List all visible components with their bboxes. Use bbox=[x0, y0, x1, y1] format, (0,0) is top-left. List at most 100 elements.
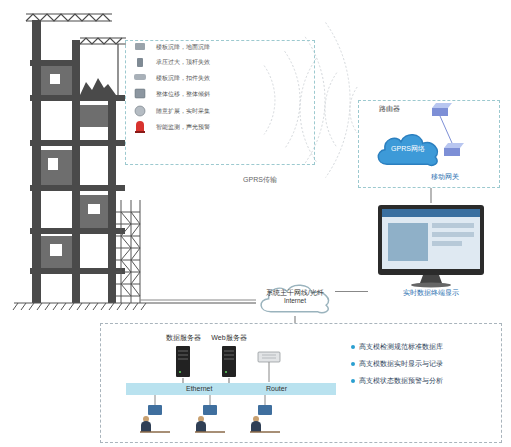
monitor-shape bbox=[432, 223, 474, 228]
bullet-dot bbox=[351, 362, 355, 366]
radio-waves bbox=[285, 51, 300, 149]
monitor-shape bbox=[411, 283, 451, 288]
monitor-shape bbox=[382, 209, 480, 217]
sensor-panel: 楼板沉降，地面沉降承压过大，顶杆失效楼板沉降，扣件失效整体位移，整体倾斜随意扩展… bbox=[125, 40, 315, 165]
building bbox=[41, 236, 72, 268]
scaffold bbox=[116, 200, 140, 303]
building bbox=[26, 14, 126, 95]
lan-devices bbox=[140, 431, 280, 433]
lan-devices bbox=[258, 352, 280, 362]
building bbox=[30, 228, 125, 234]
router-icons bbox=[444, 148, 460, 156]
building bbox=[13, 14, 256, 310]
connector-line bbox=[335, 291, 368, 292]
radio-waves bbox=[326, 23, 350, 178]
feature-text: 高支模数据实时显示与记录 bbox=[359, 360, 499, 368]
radio-waves bbox=[305, 37, 325, 163]
cloud-shape bbox=[261, 285, 329, 313]
sensor-icons bbox=[135, 131, 145, 133]
bus-label: Router bbox=[266, 385, 306, 393]
data-server: 数据服务器 bbox=[161, 334, 205, 378]
bullet-dot bbox=[351, 379, 355, 383]
lan-devices bbox=[262, 355, 276, 358]
network-label: 路由器 bbox=[379, 105, 419, 113]
lan-devices bbox=[141, 421, 261, 432]
monitor-shape bbox=[378, 205, 484, 275]
server-shape bbox=[176, 346, 190, 377]
feature-text: 高支模状态数据预警与分析 bbox=[359, 377, 499, 385]
building bbox=[13, 303, 146, 310]
building bbox=[30, 60, 80, 66]
sensor-text: 楼板沉降，地面沉降 bbox=[156, 44, 286, 51]
network-label: 移动网关 bbox=[431, 173, 481, 181]
radio-waves bbox=[264, 66, 275, 135]
gprs-cloud: GPRS网络 bbox=[373, 129, 443, 169]
building bbox=[88, 204, 100, 214]
router-icons bbox=[432, 103, 452, 108]
radio-waves bbox=[264, 23, 357, 178]
sensor-text: 承压过大，顶杆失效 bbox=[156, 59, 286, 66]
sensor-icons bbox=[137, 58, 143, 67]
router-icons bbox=[432, 108, 448, 116]
connector-line bbox=[228, 378, 229, 383]
connector-line bbox=[430, 188, 431, 203]
lan-devices bbox=[141, 421, 151, 432]
lan-devices bbox=[251, 421, 261, 432]
sensor-icons bbox=[135, 89, 145, 98]
building bbox=[50, 244, 62, 256]
building bbox=[26, 14, 112, 21]
server-label: 数据服务器 bbox=[155, 334, 211, 342]
sensor-icons bbox=[135, 43, 145, 50]
monitor-shape bbox=[388, 223, 428, 261]
radio-waves bbox=[325, 73, 337, 148]
gprs-group: 路由器移动网关 GPRS网络 bbox=[358, 100, 500, 188]
building bbox=[48, 158, 58, 170]
building bbox=[80, 38, 122, 44]
feature-text: 高支模检测规范标准数据库 bbox=[359, 343, 499, 351]
building bbox=[26, 14, 110, 21]
lan-devices bbox=[148, 405, 272, 415]
scaffold bbox=[131, 212, 140, 296]
bullet-dot bbox=[351, 345, 355, 349]
lan-devices bbox=[196, 421, 206, 432]
monitor-shape bbox=[432, 241, 462, 246]
lan-devices bbox=[203, 405, 217, 415]
building bbox=[80, 195, 108, 228]
building bbox=[50, 74, 60, 84]
building bbox=[80, 38, 126, 44]
monitor-shape bbox=[368, 203, 494, 303]
sensor-text: 智能监测，声光预警 bbox=[156, 124, 286, 131]
ethernet-bar: Ethernet Router bbox=[126, 383, 336, 395]
building bbox=[72, 40, 80, 303]
lan-devices bbox=[155, 394, 265, 405]
building bbox=[117, 44, 118, 95]
building bbox=[41, 150, 72, 185]
sensor-text: 整体位移，整体倾斜 bbox=[156, 91, 286, 98]
building bbox=[30, 185, 125, 191]
monitor-display: 实时数据终端显示 bbox=[368, 203, 494, 303]
cloud-text: GPRS网络 bbox=[373, 145, 443, 153]
lan-devices bbox=[269, 362, 270, 382]
building bbox=[30, 20, 125, 303]
server-shape bbox=[222, 346, 236, 377]
internet-cloud: 系统主干网线/光纤 Internet bbox=[255, 280, 335, 316]
server-shape bbox=[225, 371, 227, 373]
server-shape bbox=[179, 371, 181, 373]
sensor-icons bbox=[134, 43, 146, 133]
building bbox=[41, 66, 72, 95]
building bbox=[80, 105, 108, 127]
sensor-icons bbox=[135, 106, 145, 116]
bus-label: Ethernet bbox=[186, 385, 226, 393]
server-network-box: 高支模检测规范标准数据库高支模数据实时显示与记录高支模状态数据预警与分析 数据服务… bbox=[100, 323, 502, 443]
radio-waves bbox=[350, 87, 357, 133]
server-shape bbox=[178, 351, 188, 359]
building bbox=[80, 78, 116, 95]
building bbox=[30, 95, 125, 101]
scaffold bbox=[116, 212, 140, 296]
building bbox=[13, 303, 256, 310]
router-icons bbox=[440, 116, 452, 143]
ground-wire bbox=[140, 300, 256, 301]
server-shape bbox=[224, 351, 234, 359]
sensor-text: 随意扩展，实时采集 bbox=[156, 108, 286, 115]
